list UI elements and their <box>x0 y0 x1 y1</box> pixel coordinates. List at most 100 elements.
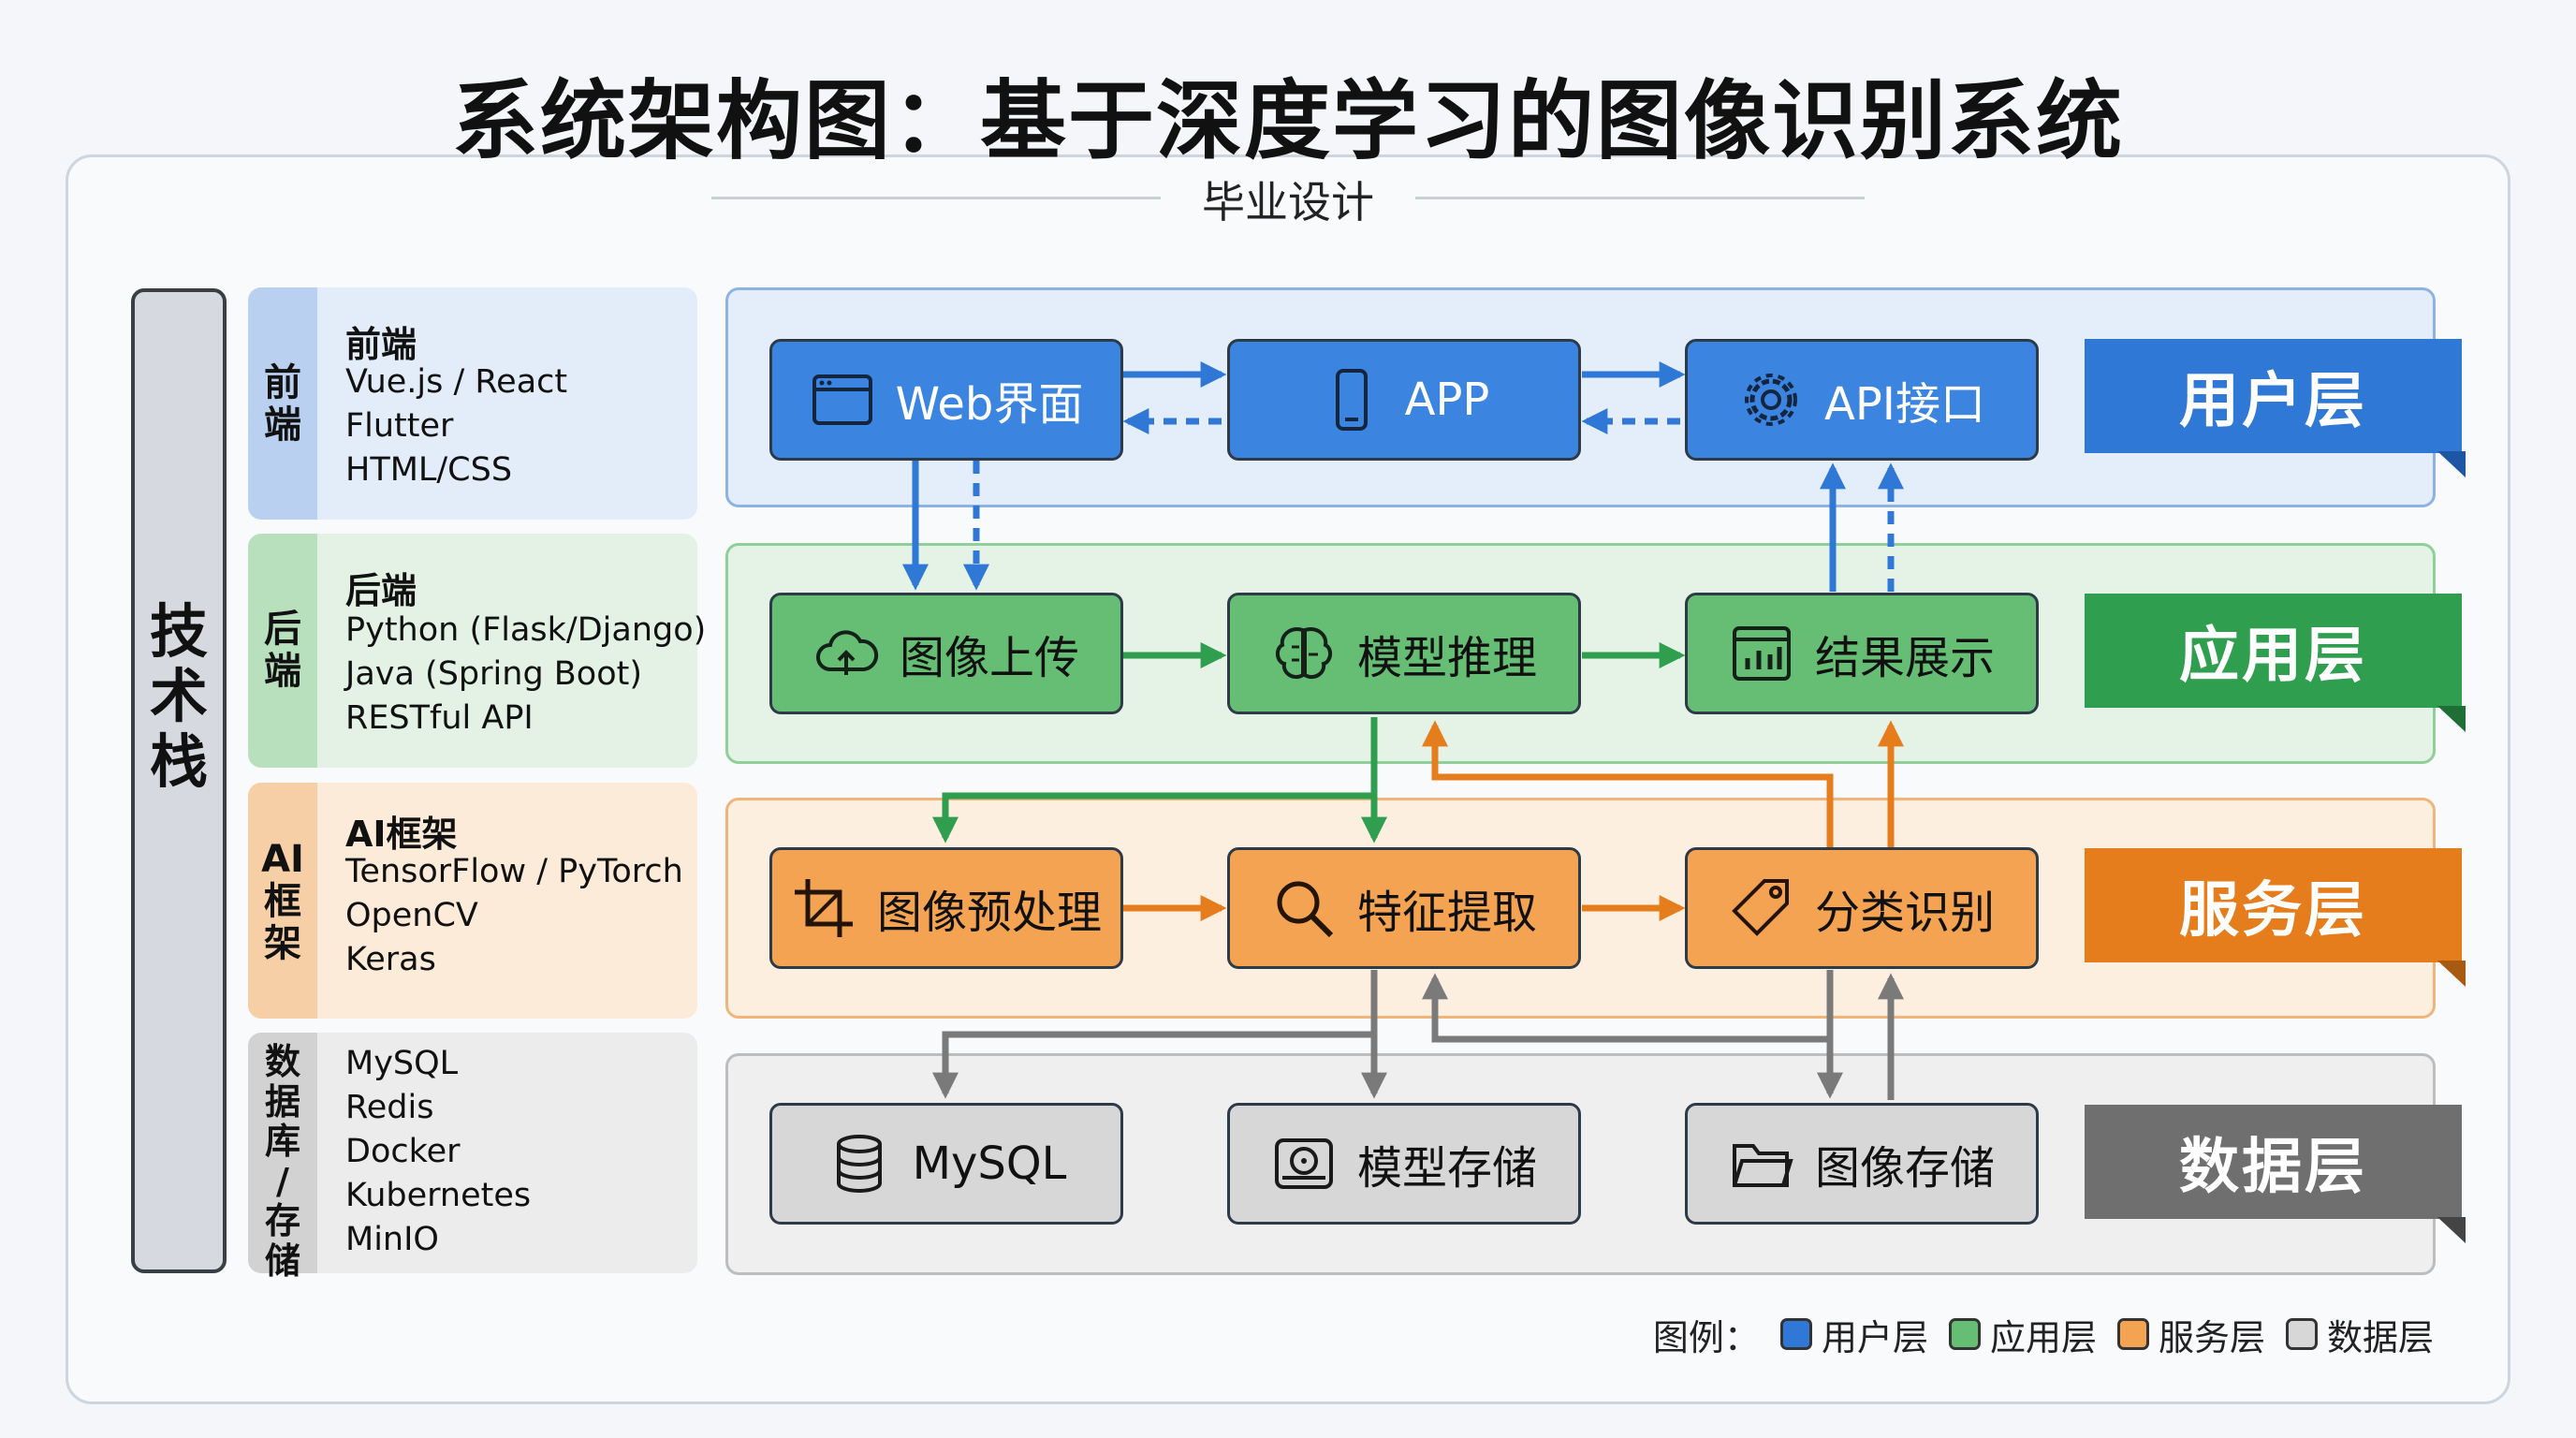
tech-item: TensorFlow / PyTorch <box>345 853 683 890</box>
node-api: API接口 <box>1685 339 2039 461</box>
node-model-inference: 模型推理 <box>1227 593 1581 714</box>
brain-icon <box>1275 627 1332 680</box>
legend: 图例： 用户层 应用层 服务层 数据层 <box>1591 1306 2434 1362</box>
tech-stack-label: 技术栈 <box>149 597 208 796</box>
legend-item-label: 数据层 <box>2326 1316 2434 1358</box>
magnifier-icon <box>1277 881 1334 938</box>
arrow-classify-to-infer <box>1422 720 1834 847</box>
legend-swatch <box>2285 1318 2318 1350</box>
tech-item: RESTful API <box>345 699 534 737</box>
arrow-feature-to-mysql <box>932 970 1378 1099</box>
legend-swatch <box>1948 1318 1981 1350</box>
subtitle-divider-right <box>1415 197 1865 199</box>
layer-tag-label: 数据层 <box>2179 1133 2367 1202</box>
node-feature-extraction: 特征提取 <box>1227 847 1581 969</box>
tech-panel-strip <box>248 783 317 1019</box>
node-label: API接口 <box>1824 378 1985 431</box>
legend-item-label: 服务层 <box>2158 1316 2265 1358</box>
node-model-storage: 模型存储 <box>1227 1103 1581 1225</box>
folder-icon <box>1732 1144 1793 1187</box>
tech-item: MinIO <box>345 1221 439 1258</box>
tech-item: Docker <box>345 1133 461 1170</box>
tech-item: OpenCV <box>345 897 478 934</box>
tech-item: Kubernetes <box>345 1177 532 1214</box>
tech-panel-strip <box>248 534 317 768</box>
tech-panel-strip <box>248 287 317 520</box>
layer-tag-label: 服务层 <box>2179 876 2367 946</box>
legend-swatch <box>1779 1318 1812 1350</box>
tech-panel-backend: 后端 后端 Python (Flask/Django) Java (Spring … <box>248 534 706 768</box>
node-label: 图像存储 <box>1814 1142 1995 1195</box>
tech-panel-items: Python (Flask/Django) Java (Spring Boot) R… <box>345 609 706 741</box>
tag-icon <box>1732 879 1789 936</box>
node-label: APP <box>1404 374 1490 426</box>
legend-label: 图例： <box>1652 1316 1760 1358</box>
legend-item-user: 用户层 <box>1779 1309 1928 1360</box>
node-label: 结果展示 <box>1814 632 1995 684</box>
legend-item-service: 服务层 <box>2116 1309 2265 1360</box>
diagram-subtitle: 毕业设计 <box>1202 177 1374 227</box>
tech-stack-bar <box>131 288 227 1273</box>
node-image-storage: 图像存储 <box>1685 1103 2039 1225</box>
tech-item: Java (Spring Boot) <box>345 655 642 693</box>
node-label: 模型推理 <box>1356 632 1537 684</box>
layer-tag-user: 用户层 <box>2085 339 2466 477</box>
tech-panel-title: 后端 <box>345 570 417 611</box>
node-label: Web界面 <box>895 378 1084 431</box>
legend-item-label: 用户层 <box>1821 1316 1928 1358</box>
legend-item-app: 应用层 <box>1948 1309 2097 1360</box>
layer-tag-label: 用户层 <box>2179 367 2367 436</box>
node-label: 特征提取 <box>1356 887 1537 939</box>
database-icon <box>836 1135 882 1193</box>
node-classification: 分类识别 <box>1685 847 2039 969</box>
mobile-phone-icon <box>1335 369 1368 431</box>
node-label: 图像预处理 <box>876 887 1102 939</box>
tech-panel-side-label: 前端 <box>264 361 301 447</box>
legend-swatch <box>2116 1318 2149 1350</box>
browser-window-icon <box>812 374 872 425</box>
node-mysql: MySQL <box>769 1103 1123 1225</box>
node-label: 模型存储 <box>1356 1142 1537 1195</box>
diagram-title: 系统架构图：基于深度学习的图像识别系统 <box>451 71 2124 171</box>
arrow-infer-to-preprocess <box>932 717 1378 844</box>
node-web-ui: Web界面 <box>769 339 1123 461</box>
tech-panel-side-label: 数据库/存储 <box>264 1041 300 1282</box>
tech-item: HTML/CSS <box>345 451 513 489</box>
legend-item-label: 应用层 <box>1989 1316 2097 1358</box>
arrow-store-to-feature <box>1422 973 1830 1043</box>
subtitle-divider-left <box>711 197 1161 199</box>
tech-item: Redis <box>345 1089 434 1126</box>
node-image-preprocess: 图像预处理 <box>769 847 1123 969</box>
layer-tag-service: 服务层 <box>2085 848 2466 987</box>
legend-item-data: 数据层 <box>2285 1309 2434 1360</box>
bar-chart-icon <box>1732 626 1791 681</box>
node-label: 分类识别 <box>1814 887 1995 939</box>
tech-item: Python (Flask/Django) <box>345 611 707 649</box>
tech-item: Flutter <box>345 407 454 445</box>
tech-panel-title: 前端 <box>345 324 417 365</box>
node-result-display: 结果展示 <box>1685 593 2039 714</box>
node-label: 图像上传 <box>899 632 1079 684</box>
node-image-upload: 图像上传 <box>769 593 1123 714</box>
tech-item: Keras <box>345 941 436 978</box>
hard-drive-icon <box>1274 1138 1333 1189</box>
gear-icon <box>1745 374 1798 426</box>
tech-panel-title: AI框架 <box>345 814 458 855</box>
tech-item: Vue.js / React <box>345 363 568 401</box>
tech-item: MySQL <box>345 1045 459 1082</box>
tech-panel-side-label: 后端 <box>264 608 301 693</box>
layer-tag-data: 数据层 <box>2085 1105 2466 1243</box>
node-app: APP <box>1227 339 1581 461</box>
tech-panel-strip <box>248 1033 317 1273</box>
node-label: MySQL <box>912 1137 1067 1190</box>
cloud-upload-icon <box>815 630 879 675</box>
layer-tag-label: 应用层 <box>2179 622 2367 691</box>
